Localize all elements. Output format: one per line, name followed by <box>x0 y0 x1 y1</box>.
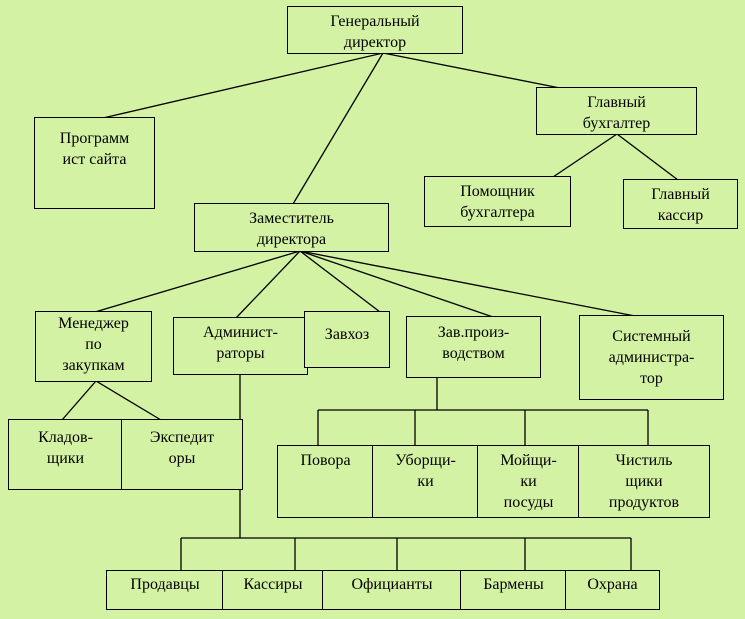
connector-line <box>61 380 97 421</box>
general-director-label: Генеральный директор <box>330 13 420 51</box>
sellers-label: Продавцы <box>130 576 200 593</box>
cooks-label: Повора <box>300 452 351 469</box>
purchase-manager-box <box>35 311 152 382</box>
connector-line <box>94 250 301 313</box>
chief-cashier-box <box>623 179 738 229</box>
cashiers-box <box>222 570 324 610</box>
connector-line <box>235 250 301 319</box>
product-cleaners-label: Чистиль щики продуктов <box>608 452 680 511</box>
connector-line <box>292 52 384 205</box>
programmer-label: Программ ист сайта <box>59 130 130 168</box>
storekeepers-box <box>8 419 123 490</box>
forwarders-label: Экспедит оры <box>149 429 215 467</box>
programmer-box <box>34 117 155 209</box>
product-cleaners-box <box>578 445 710 518</box>
deputy-director-box <box>194 203 389 252</box>
connector-line <box>382 52 561 89</box>
barmen-box <box>460 570 567 610</box>
forwarders-box <box>121 419 243 490</box>
deputy-director-label: Заместитель директора <box>249 210 334 248</box>
connector-line <box>299 250 381 313</box>
connector-line <box>95 380 162 421</box>
sysadmin-box <box>579 315 724 400</box>
dishwashers-label: Мойщи- ки посуды <box>500 452 557 511</box>
cooks-box <box>277 445 374 518</box>
production-head-box <box>406 316 541 378</box>
barmen-label: Бармены <box>483 576 544 593</box>
administrators-box <box>173 317 308 375</box>
connector-line <box>552 133 618 178</box>
assistant-accountant-box <box>424 176 571 227</box>
supply-manager-box <box>304 311 390 368</box>
chief-accountant-label: Главный бухгалтер <box>582 94 651 132</box>
chief-accountant-box <box>536 87 697 135</box>
purchase-manager-label: Менеджер по закупкам <box>58 315 129 374</box>
sellers-box <box>106 570 224 610</box>
security-box <box>565 570 660 610</box>
cleaners-label: Уборщи- ки <box>395 452 456 490</box>
connector-line <box>299 250 494 318</box>
storekeepers-label: Кладов- щики <box>38 429 93 467</box>
assistant-accountant-label: Помощник бухгалтера <box>460 183 535 221</box>
administrators-label: Админист- раторы <box>203 324 278 362</box>
supply-manager-label: Завхоз <box>324 326 370 343</box>
connector-line <box>102 52 384 119</box>
connector-line <box>616 133 679 181</box>
connector-line <box>299 250 636 317</box>
cleaners-box <box>372 445 479 518</box>
chief-cashier-label: Главный кассир <box>651 186 710 224</box>
general-director-box <box>287 6 463 54</box>
waiters-label: Официанты <box>351 576 433 593</box>
security-label: Охрана <box>587 576 638 593</box>
production-head-label: Зав.произ- водством <box>437 324 510 362</box>
cashiers-label: Кассиры <box>243 576 303 593</box>
sysadmin-label: Системный администра- тор <box>608 328 695 387</box>
